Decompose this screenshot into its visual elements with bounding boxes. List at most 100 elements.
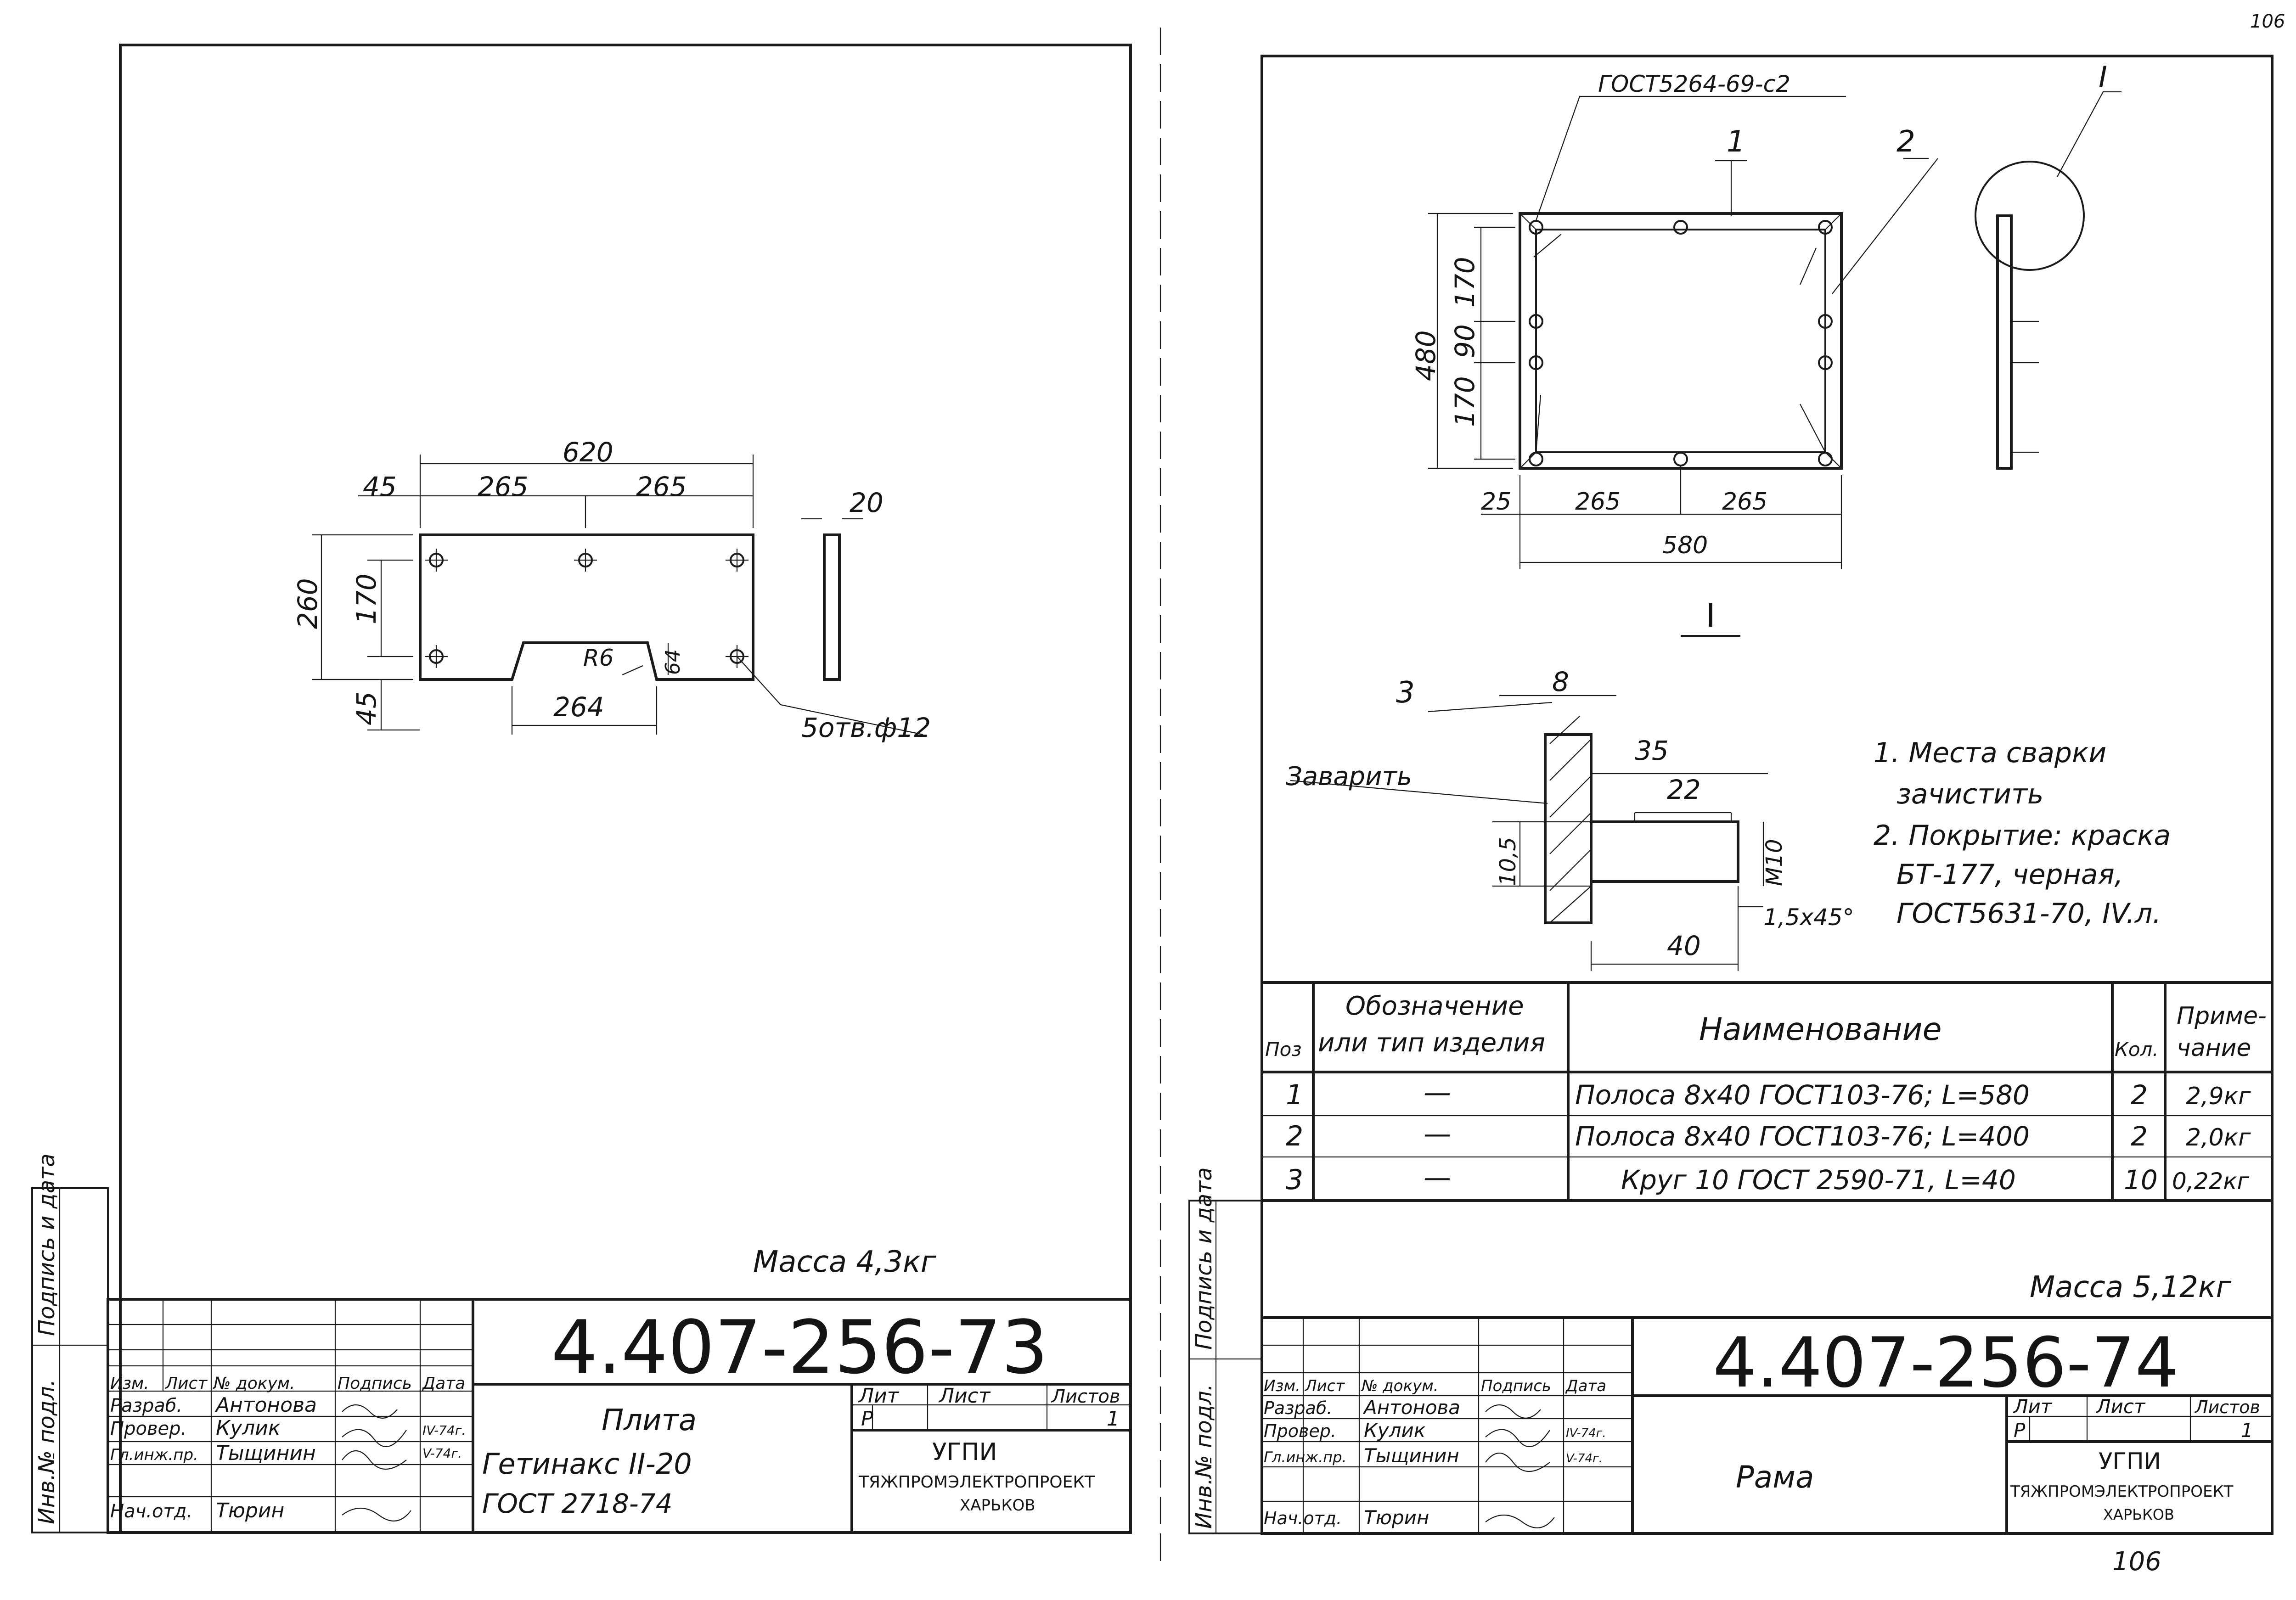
svg-text:2: 2 [2131,1121,2148,1152]
svg-text:1: 1 [1727,125,1745,159]
svg-text:Р: Р [861,1407,873,1431]
svg-text:Полоса 8x40 ГОСТ103-76; L=580: Полоса 8x40 ГОСТ103-76; L=580 [1575,1079,2030,1111]
svg-text:Изм.: Изм. [1264,1377,1300,1395]
svg-text:I: I [2099,61,2107,95]
svg-text:IV-74г.: IV-74г. [422,1423,466,1438]
svg-text:УГПИ: УГПИ [2099,1448,2161,1475]
svg-text:ТЯЖПРОМЭЛЕКТРОПРОЕКТ: ТЯЖПРОМЭЛЕКТРОПРОЕКТ [2010,1482,2234,1501]
svg-text:Лит: Лит [2013,1395,2053,1418]
dim-620: 620 [563,437,613,468]
svg-text:Лист: Лист [2095,1395,2146,1418]
svg-text:Тыщинин: Тыщинин [216,1442,316,1465]
table-row: 2 — Полоса 8x40 ГОСТ103-76; L=400 2 2,0к… [1286,1118,2251,1152]
svg-text:V-74г.: V-74г. [1566,1452,1603,1465]
svg-text:Р: Р [2014,1419,2026,1442]
dim-45-bottom: 45 [351,691,382,725]
svg-text:Круг 10 ГОСТ 2590-71, L=40: Круг 10 ГОСТ 2590-71, L=40 [1621,1164,2016,1196]
svg-text:Тюрин: Тюрин [1364,1506,1429,1529]
right-mass: Масса 5,12кг [2030,1270,2232,1304]
svg-text:2. Покрытие: краска: 2. Покрытие: краска [1874,820,2171,852]
svg-text:№ докум.: № докум. [1361,1377,1439,1395]
dim-170: 170 [351,573,382,624]
dim-64: 64 [661,649,685,675]
svg-text:IV-74г.: IV-74г. [1566,1426,1606,1440]
svg-text:Провер.: Провер. [110,1418,186,1439]
svg-text:0,22кг: 0,22кг [2172,1168,2250,1195]
svg-text:Тыщинин: Тыщинин [1364,1444,1459,1467]
svg-text:2: 2 [2131,1079,2148,1111]
svg-text:170: 170 [1449,257,1480,308]
svg-text:2,0кг: 2,0кг [2186,1124,2251,1151]
plate-side-view [823,533,841,681]
dim-r6: R6 [583,645,614,671]
svg-text:—: — [1424,1118,1451,1150]
corner-mark: 106 [2250,11,2285,32]
svg-text:Подпись: Подпись [338,1374,412,1393]
svg-text:чание: чание [2177,1034,2251,1062]
svg-text:ХАРЬКОВ: ХАРЬКОВ [960,1496,1035,1515]
svg-text:Разраб.: Разраб. [110,1395,182,1416]
svg-text:1. Места сварки: 1. Места сварки [1874,737,2106,769]
svg-text:8: 8 [1552,666,1569,697]
table-row: 3 — Круг 10 ГОСТ 2590-71, L=40 10 0,22кг [1286,1162,2250,1196]
svg-text:Дата: Дата [422,1374,465,1393]
svg-text:90: 90 [1449,324,1480,358]
svg-text:170: 170 [1449,376,1480,427]
svg-text:10: 10 [2124,1164,2158,1196]
svg-text:Антонова: Антонова [214,1393,317,1417]
svg-text:или тип изделия: или тип изделия [1318,1028,1545,1058]
svg-text:Полоса 8x40 ГОСТ103-76; L=400: Полоса 8x40 ГОСТ103-76; L=400 [1575,1121,2030,1152]
frame-holes [1529,220,1833,466]
svg-text:УГПИ: УГПИ [932,1438,997,1466]
svg-text:2,9кг: 2,9кг [2186,1083,2251,1110]
svg-text:—: — [1424,1162,1451,1194]
svg-text:265: 265 [1575,488,1621,516]
svg-text:Провер.: Провер. [1264,1421,1336,1441]
left-mass: Масса 4,3кг [753,1245,936,1279]
holes-note: 5отв.ф12 [801,712,931,743]
svg-text:Лист: Лист [1304,1377,1345,1395]
plate-holes [425,549,748,668]
svg-text:Разраб.: Разраб. [1264,1398,1332,1418]
svg-text:10,5: 10,5 [1495,837,1521,886]
svg-text:25: 25 [1481,488,1511,516]
technical-notes: 1. Места сварки зачистить 2. Покрытие: к… [1874,737,2171,930]
svg-text:1,5x45°: 1,5x45° [1763,904,1854,931]
svg-text:Кулик: Кулик [1364,1419,1426,1442]
right-signatures [1485,1404,1555,1528]
left-title-1: Плита [602,1404,697,1437]
dim-264: 264 [553,691,604,723]
svg-text:Гл.инж.пр.: Гл.инж.пр. [110,1446,198,1464]
dim-265-a: 265 [478,471,529,502]
dim-265-b: 265 [636,471,687,502]
svg-text:Нач.отд.: Нач.отд. [1264,1508,1342,1528]
svg-text:Подпись и дата: Подпись и дата [1191,1167,1217,1350]
svg-text:Нач.отд.: Нач.отд. [110,1501,192,1522]
svg-text:580: 580 [1662,532,1708,559]
left-sheet: Подпись и дата Инв.№ подл. 620 45 265 26… [31,44,1132,1534]
svg-text:Наименование: Наименование [1699,1011,1941,1048]
svg-text:№ докум.: № докум. [213,1374,295,1393]
svg-text:—: — [1424,1077,1451,1109]
svg-text:зачистить: зачистить [1896,778,2043,810]
svg-text:Листов: Листов [1051,1386,1120,1407]
svg-text:Лит: Лит [858,1384,900,1408]
svg-text:40: 40 [1667,930,1701,961]
svg-text:Кол.: Кол. [2115,1038,2159,1061]
svg-text:V-74г.: V-74г. [422,1446,462,1461]
svg-text:Кулик: Кулик [216,1416,281,1440]
svg-text:1: 1 [2241,1419,2253,1442]
svg-text:3: 3 [1286,1164,1303,1196]
svg-text:Антонова: Антонова [1362,1396,1460,1419]
plate-drawing: 620 45 265 265 20 260 170 45 R6 264 64 5… [292,437,931,743]
weld-label: Заварить [1286,762,1412,792]
svg-text:Листов: Листов [2194,1397,2260,1417]
left-title-block: 4.407-256-73 Изм. Лист № докум. Подпись … [107,1298,1132,1534]
svg-text:2: 2 [1286,1120,1303,1152]
left-side-stamp-inv: Инв.№ подл. [34,1379,60,1524]
svg-text:ХАРЬКОВ: ХАРЬКОВ [2103,1506,2174,1523]
svg-text:Подпись: Подпись [1481,1377,1551,1395]
svg-text:I: I [1706,597,1716,634]
svg-text:Лист: Лист [164,1374,208,1393]
svg-text:M10: M10 [1761,839,1787,887]
